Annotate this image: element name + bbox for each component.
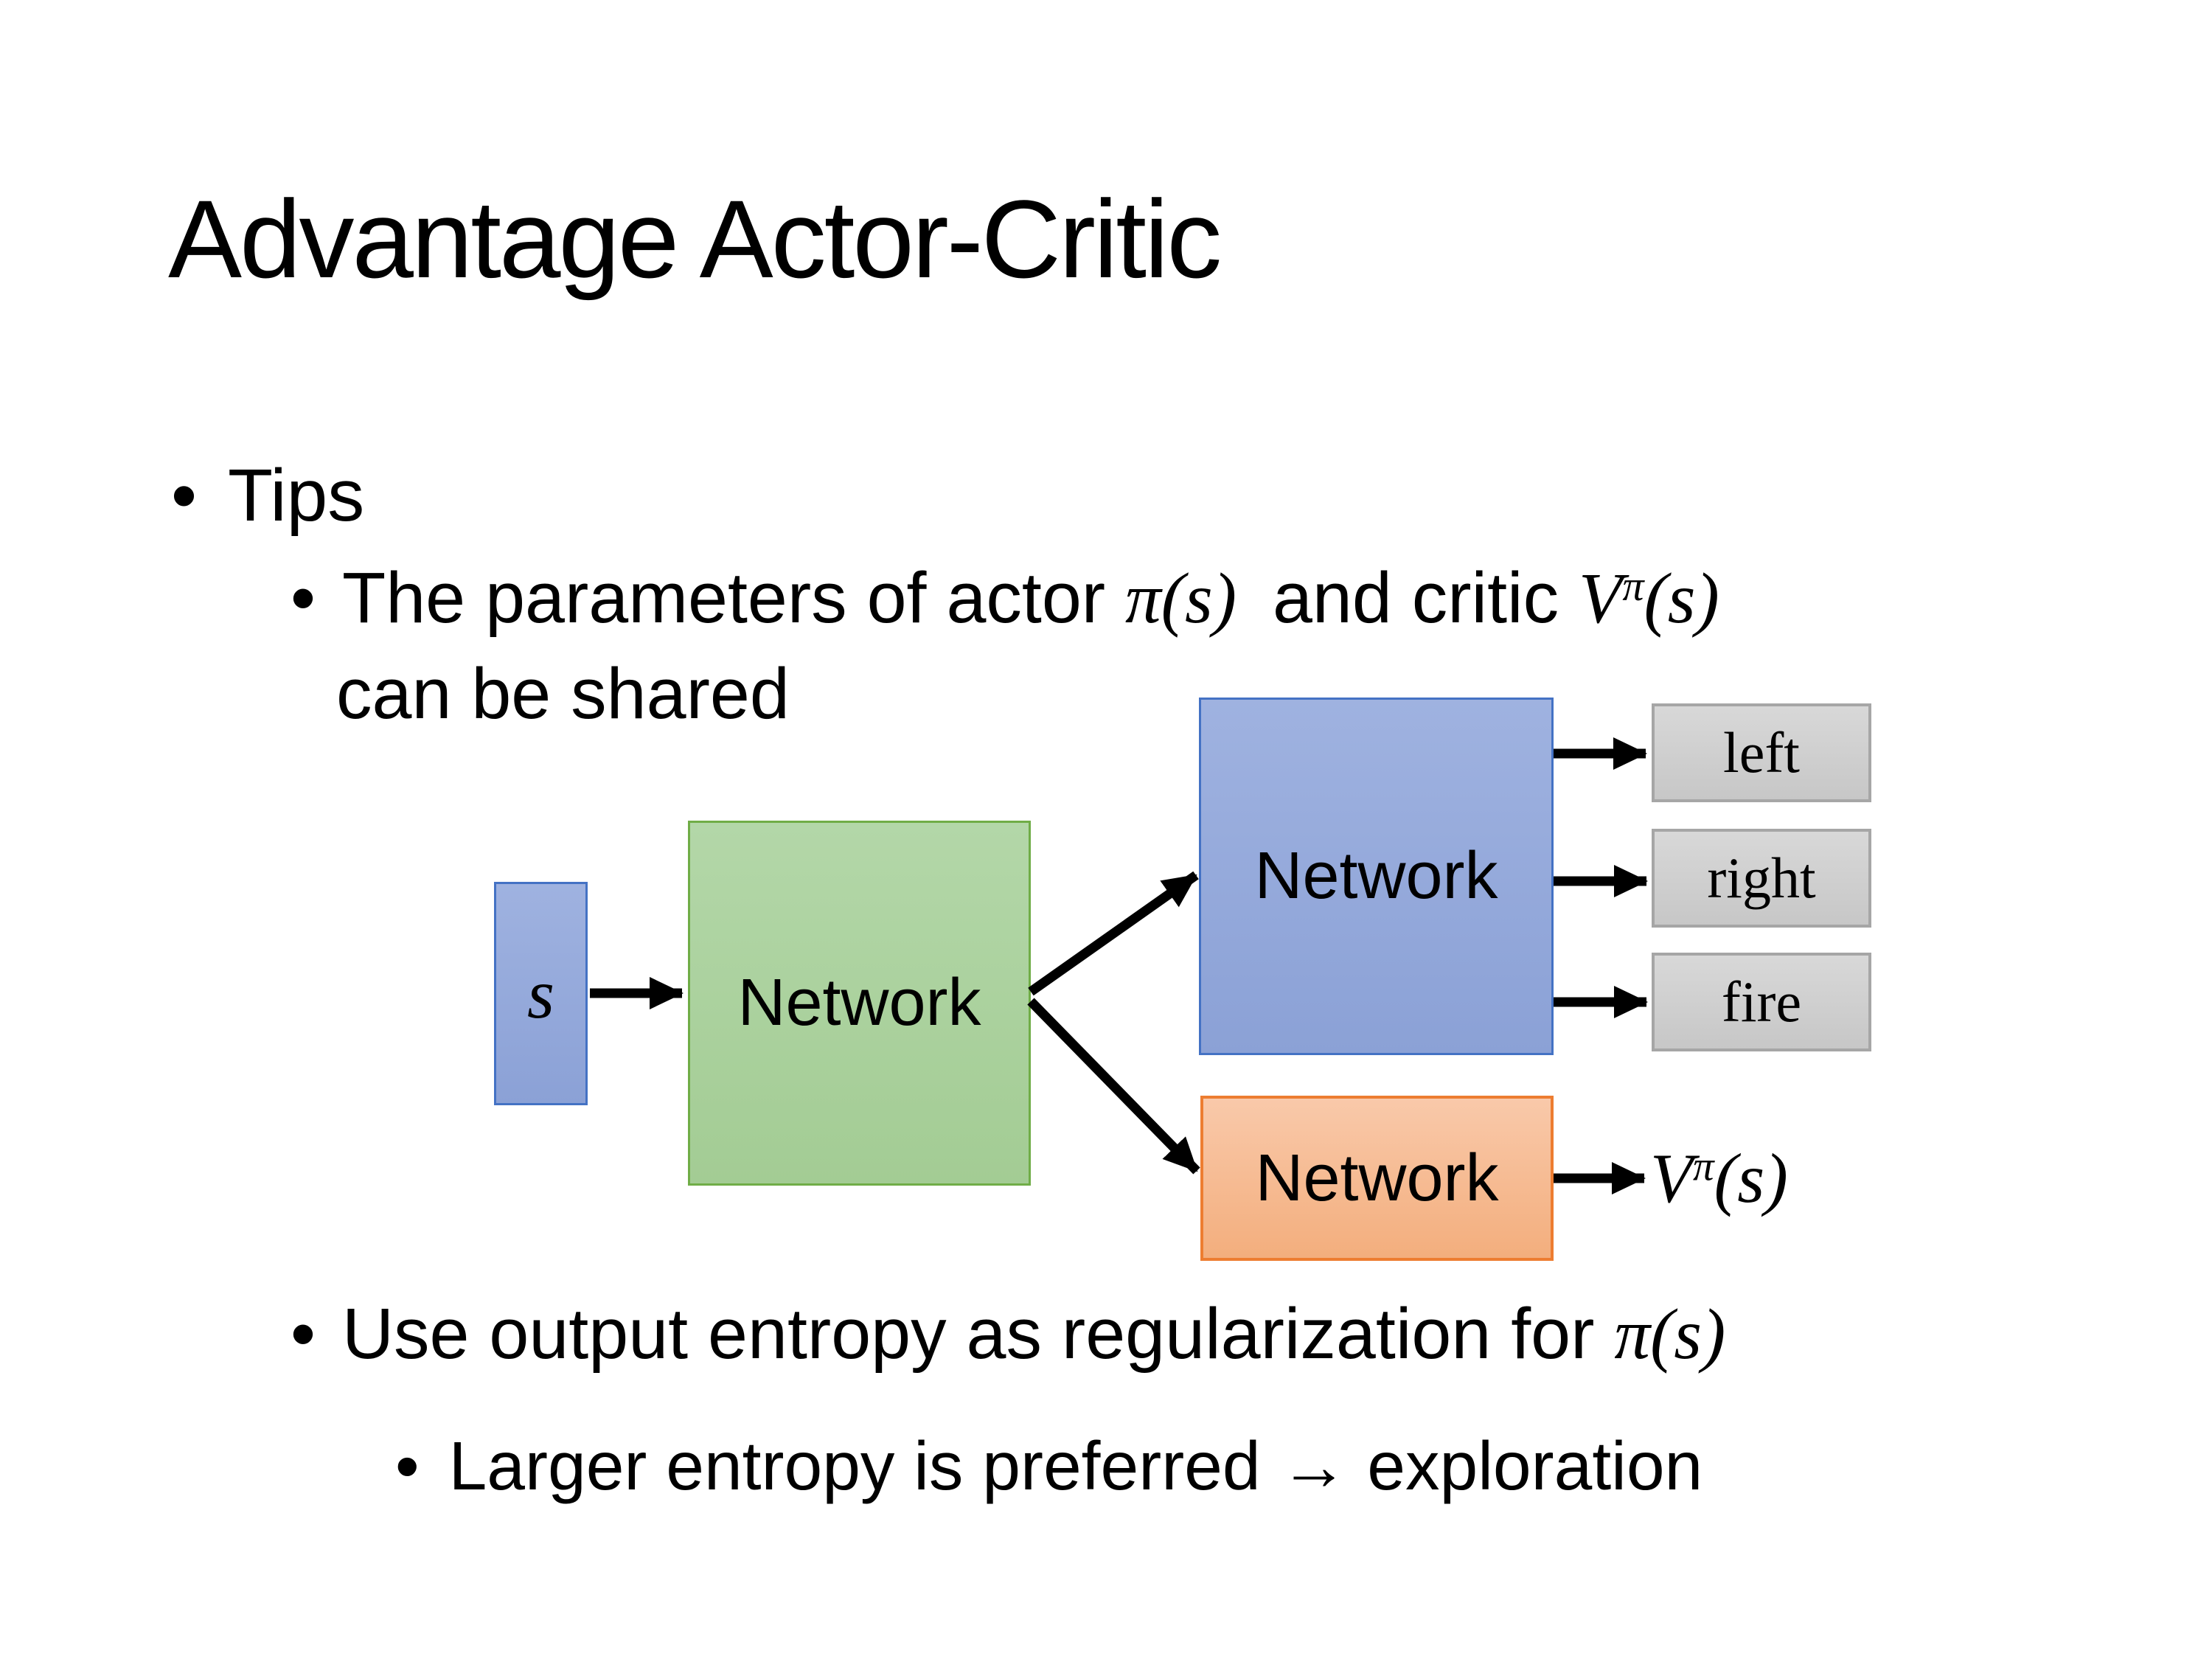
critic-math-sup: π — [1622, 561, 1644, 610]
shared-network-box: Network — [688, 821, 1031, 1186]
shared-network-label: Network — [737, 966, 981, 1040]
output-label-right: right — [1707, 846, 1816, 910]
critic-output-sup: π — [1693, 1143, 1714, 1190]
tips-label: Tips — [228, 454, 365, 537]
bullet-line-entropy: • Use output entropy as regularization f… — [291, 1296, 1725, 1372]
actor-math: π(s) — [1125, 559, 1237, 638]
arrow-shared-to-actor — [1028, 871, 1199, 996]
critic-math: Vπ(s) — [1579, 559, 1719, 638]
exploration-text: Larger entropy is preferred → exploratio… — [448, 1427, 1703, 1504]
critic-output-arg: (s) — [1714, 1139, 1788, 1217]
bullet-marker: • — [291, 1293, 316, 1374]
parameters-text: The parameters of actor π(s) and critic … — [342, 560, 1719, 636]
bullet-marker: • — [395, 1427, 420, 1504]
parameters-pre: The parameters of actor — [341, 557, 1126, 638]
output-box-fire: fire — [1652, 953, 1871, 1051]
critic-output-base: V — [1650, 1139, 1694, 1217]
entropy-math: π(s) — [1614, 1295, 1726, 1374]
input-state-box: s — [494, 882, 588, 1105]
bullet-marker: • — [171, 454, 198, 537]
output-box-right: right — [1652, 829, 1871, 928]
critic-math-base: V — [1579, 559, 1623, 638]
critic-network-label: Network — [1255, 1141, 1499, 1215]
critic-network-box: Network — [1200, 1096, 1554, 1261]
output-label-left: left — [1723, 720, 1800, 785]
bullet-marker: • — [291, 557, 316, 638]
bullet-line-parameters: • The parameters of actor π(s) and criti… — [291, 560, 1719, 636]
arrow-shared-to-critic — [1027, 998, 1200, 1175]
bullet-line-tips: • Tips — [171, 457, 364, 535]
bullet-line-exploration: • Larger entropy is preferred → explorat… — [395, 1430, 1703, 1503]
parameters-mid: and critic — [1272, 557, 1579, 638]
output-box-left: left — [1652, 703, 1871, 802]
parameters-cont: can be shared — [336, 653, 790, 734]
slide-title: Advantage Actor-Critic — [168, 177, 1222, 301]
entropy-pre: Use output entropy as regularization for — [341, 1293, 1615, 1374]
entropy-text: Use output entropy as regularization for… — [342, 1296, 1725, 1372]
output-label-fire: fire — [1721, 970, 1802, 1034]
actor-network-box: Network — [1199, 698, 1554, 1055]
critic-output-value: Vπ(s) — [1650, 1133, 1871, 1224]
actor-network-label: Network — [1254, 839, 1498, 913]
critic-output-math: Vπ(s) — [1650, 1138, 1788, 1219]
critic-math-arg: (s) — [1644, 559, 1719, 638]
input-state-label: s — [527, 954, 554, 1033]
